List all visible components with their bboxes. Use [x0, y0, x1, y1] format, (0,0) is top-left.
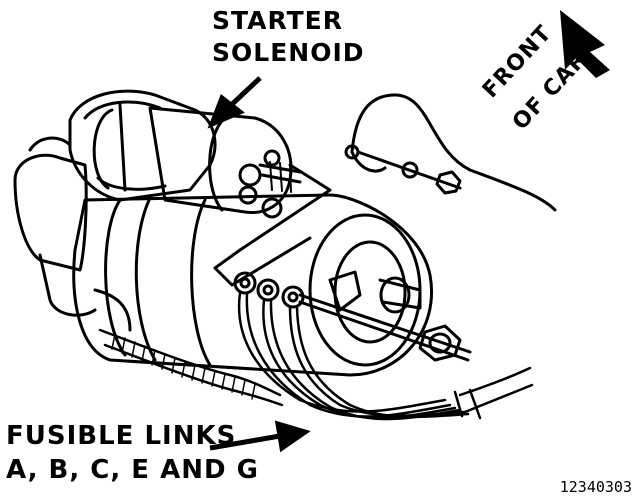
- motor-frame: [72, 193, 433, 377]
- starter-solenoid-label-line-2: SOLENOID: [212, 38, 365, 67]
- nut-top: [435, 170, 462, 195]
- fusible-links-label-line-1: FUSIBLE LINKS: [6, 421, 237, 451]
- commutator-end: [13, 153, 88, 272]
- through-bolt: [298, 293, 472, 354]
- mounting-bracket: [213, 163, 332, 287]
- harness-conduit: [98, 328, 282, 397]
- nut-bottom: [418, 324, 462, 362]
- solenoid-terminal-studs: [238, 149, 302, 219]
- starter-rear-bracket: [68, 89, 217, 202]
- solenoid-callout-arrow: [207, 76, 262, 129]
- starter-solenoid-label-line-1: STARTER: [212, 6, 343, 35]
- fusible-link-wires: [237, 291, 534, 421]
- fusible-links-label-line-2: A, B, C, E AND G: [6, 455, 259, 485]
- figure-part-number: 12340303: [559, 478, 632, 496]
- front-of-car-arrow-icon: [560, 10, 610, 78]
- fusible-link-eyelets: [233, 271, 305, 309]
- fusible-links-callout-arrow: [209, 420, 311, 453]
- ground-wire: [350, 93, 557, 212]
